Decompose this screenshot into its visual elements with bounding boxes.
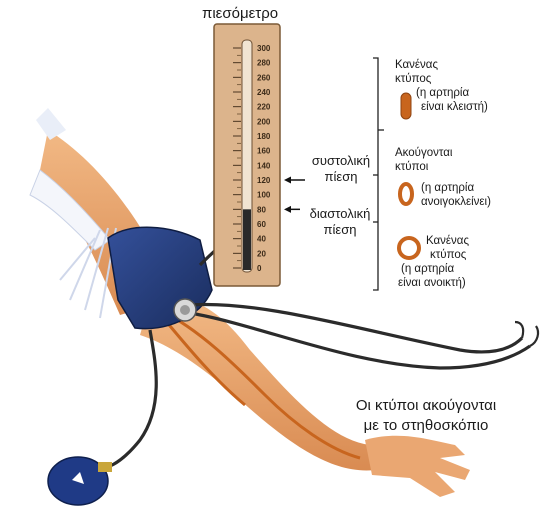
diastolic-arrow xyxy=(284,206,300,213)
scale-tick-label: 240 xyxy=(257,88,271,97)
state-note: (η αρτηρία xyxy=(398,262,469,276)
state-note: ανοιγοκλείνει) xyxy=(421,195,491,209)
state-note: είναι ανοικτή) xyxy=(398,276,469,290)
state-note: (η αρτηρία xyxy=(421,181,474,195)
systolic-label-line1: συστολική xyxy=(306,153,376,169)
stethoscope-caption: Οι κτύποι ακούγονται με το στηθοσκόπιο xyxy=(335,396,517,436)
scale-tick-label: 160 xyxy=(257,147,271,156)
state-title: Ακούγονται xyxy=(395,146,452,160)
state-title: Κανένας xyxy=(398,234,469,248)
scale-tick-label: 180 xyxy=(257,132,271,141)
diastolic-label-line2: πίεση xyxy=(301,222,379,238)
state-title: κτύπος xyxy=(398,248,469,262)
scale-tick-label: 60 xyxy=(257,220,266,229)
scale-tick-label: 100 xyxy=(257,191,271,200)
inflation-bulb xyxy=(48,457,112,505)
scale-tick-label: 200 xyxy=(257,117,271,126)
scale-tick-label: 40 xyxy=(257,235,266,244)
systolic-arrow xyxy=(284,177,305,184)
scale-tick-label: 0 xyxy=(257,264,262,273)
systolic-label: συστολική πίεση xyxy=(306,153,376,185)
stethoscope-caption-line1: Οι κτύποι ακούγονται xyxy=(335,396,517,416)
state-no-sound-closed: Κανένας κτύπος (η αρτηρία είναι κλειστή) xyxy=(395,58,488,114)
state-note: (η αρτηρία xyxy=(395,86,488,100)
diastolic-label-line1: διαστολική xyxy=(301,206,379,222)
shoulder-tip xyxy=(36,108,66,140)
scale-tick-label: 260 xyxy=(257,73,271,82)
state-title: Κανένας xyxy=(395,58,488,72)
mercury-column xyxy=(243,209,251,270)
systolic-label-line2: πίεση xyxy=(306,169,376,185)
diastolic-label: διαστολική πίεση xyxy=(301,206,379,238)
scale-tick-label: 300 xyxy=(257,44,271,53)
scale-tick-label: 80 xyxy=(257,205,266,214)
state-sounds-heard: Ακούγονται κτύποι (η αρτηρία ανοιγοκλείν… xyxy=(395,146,452,174)
scale-tick-label: 220 xyxy=(257,103,271,112)
scale-tick-label: 140 xyxy=(257,161,271,170)
scale-tick-label: 280 xyxy=(257,59,271,68)
hand xyxy=(365,436,470,497)
state-note: είναι κλειστή) xyxy=(395,100,488,114)
scale-tick-label: 20 xyxy=(257,249,266,258)
state-title: κτύποι xyxy=(395,160,452,174)
stethoscope-caption-line2: με το στηθοσκόπιο xyxy=(335,416,517,436)
scale-tick-label: 120 xyxy=(257,176,271,185)
state-no-sound-open: Κανένας κτύπος (η αρτηρία είναι ανοικτή) xyxy=(398,234,469,290)
manometer-title: πιεσόμετρο xyxy=(202,4,278,24)
stethoscope-chestpiece xyxy=(174,299,196,321)
artery-opening-icon xyxy=(400,184,412,204)
state-title: κτύπος xyxy=(395,72,488,86)
